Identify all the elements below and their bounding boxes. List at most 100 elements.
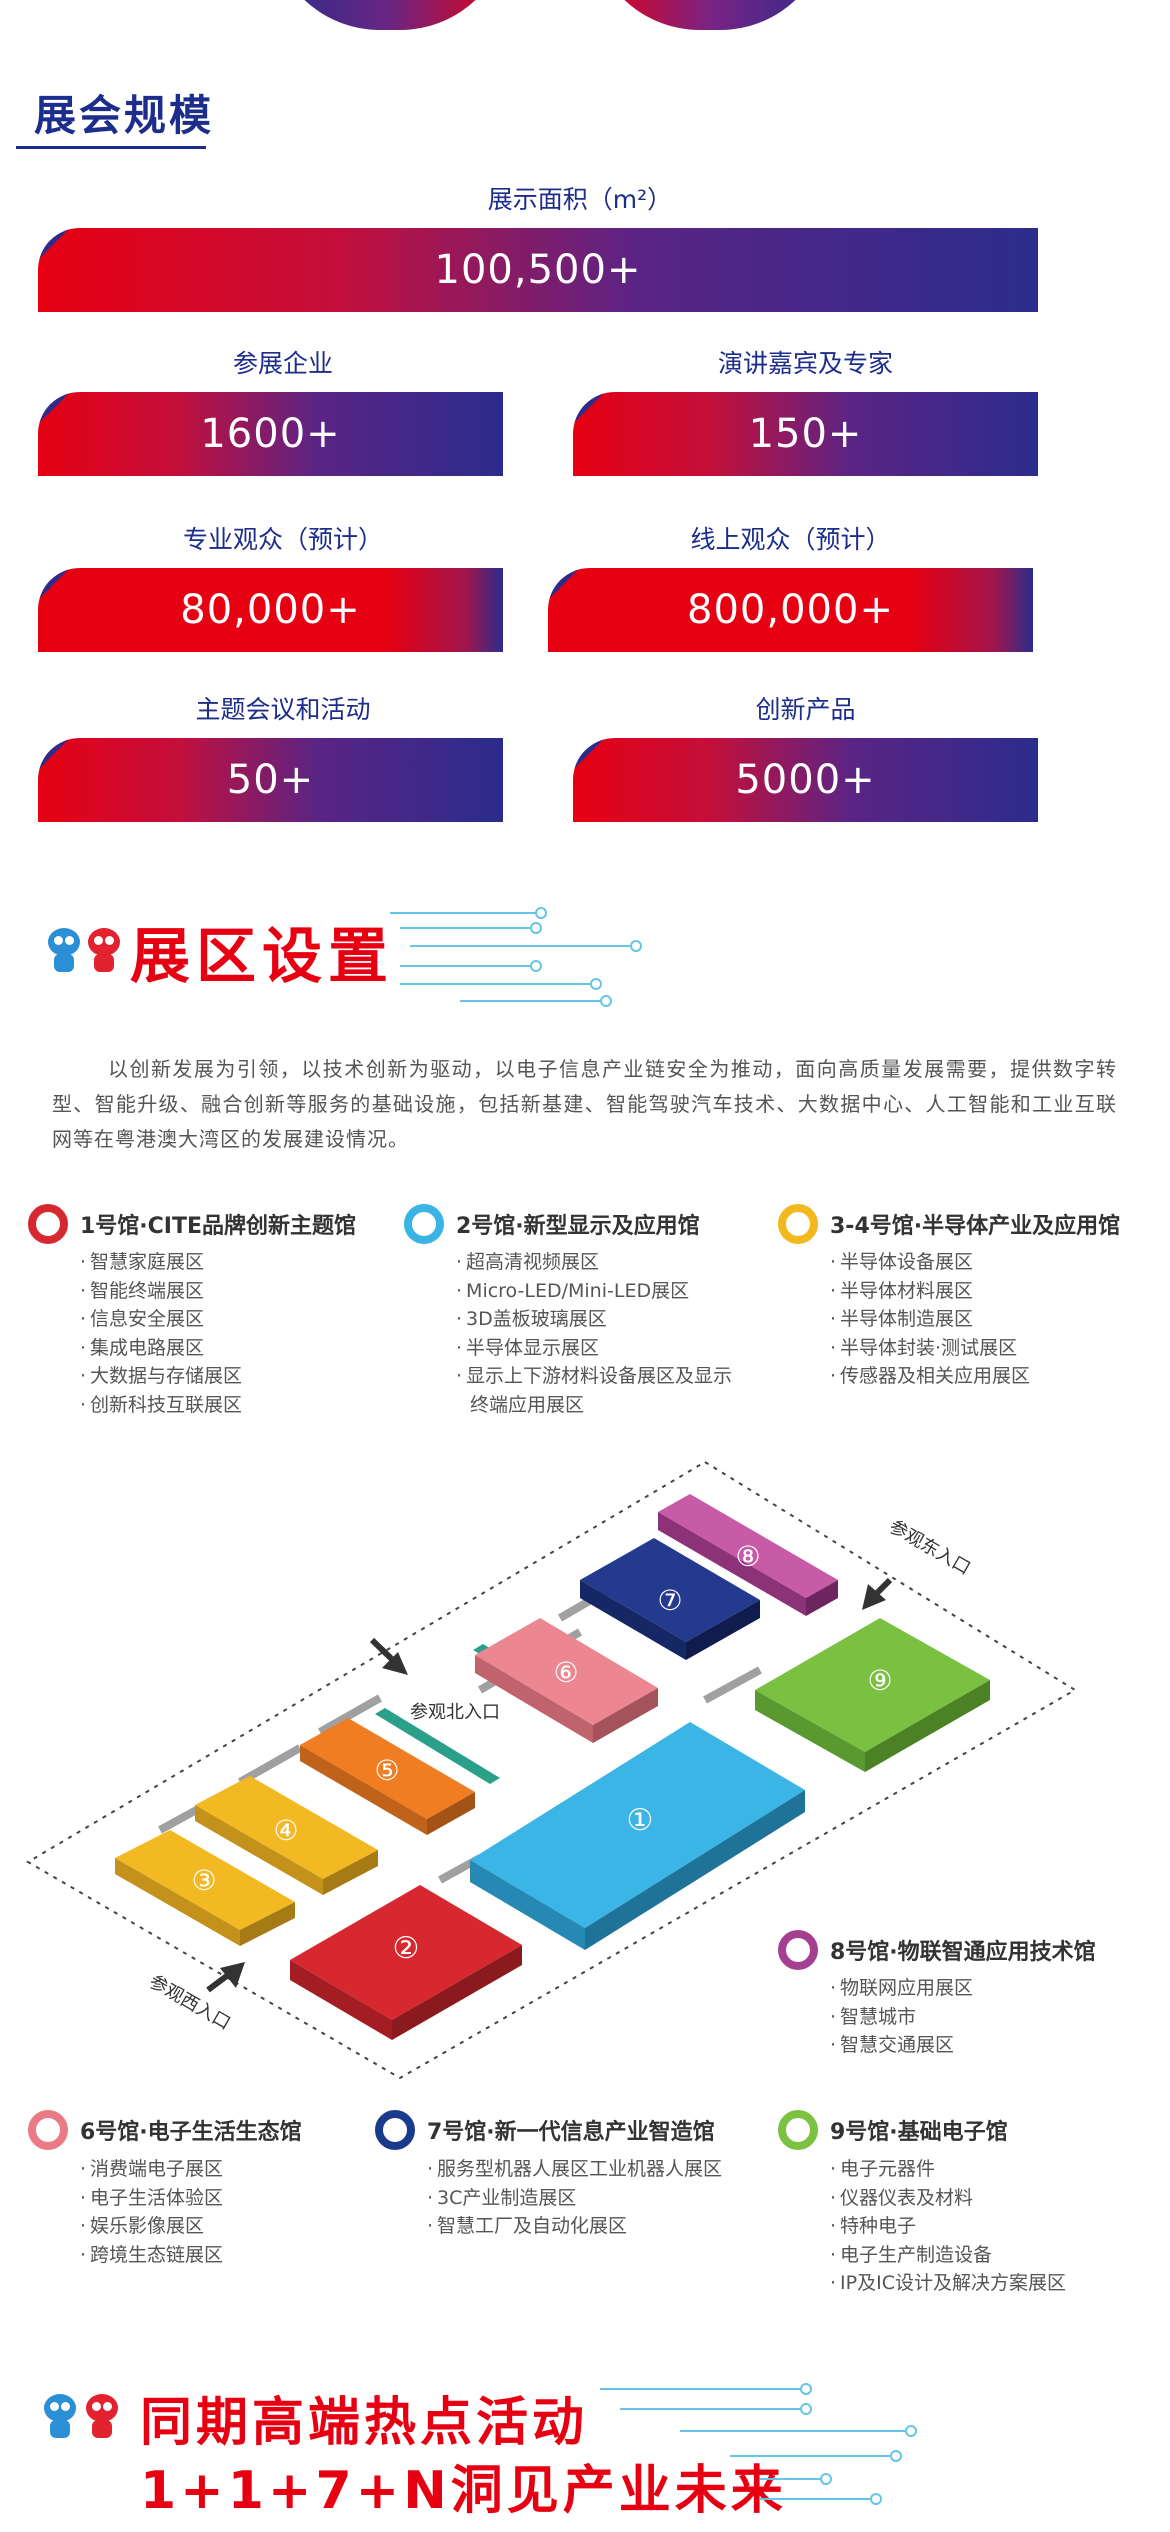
circuit-dot bbox=[590, 978, 602, 990]
events-title-line2: 1+1+7+N洞见产业未来 bbox=[140, 2461, 787, 2521]
top-decor-right bbox=[590, 0, 830, 30]
hall-6-list: 消费端电子展区 电子生活体验区 娱乐影像展区 跨境生态链展区 bbox=[80, 2155, 223, 2269]
stat-bar-area: 100,500+ bbox=[38, 228, 1038, 312]
list-item: 仪器仪表及材料 bbox=[830, 2184, 1066, 2213]
list-item: 半导体制造展区 bbox=[830, 1305, 1030, 1334]
circuit-dot bbox=[905, 2425, 917, 2437]
circuit-dot bbox=[890, 2450, 902, 2462]
list-item: 智慧交通展区 bbox=[830, 2031, 973, 2060]
list-item: 半导体显示展区 bbox=[456, 1334, 732, 1363]
stat-label-products: 创新产品 bbox=[755, 695, 856, 724]
hall-7-list: 服务型机器人展区工业机器人展区 3C产业制造展区 智慧工厂及自动化展区 bbox=[427, 2155, 722, 2241]
list-item: 娱乐影像展区 bbox=[80, 2212, 223, 2241]
list-item: 半导体封装·测试展区 bbox=[830, 1334, 1030, 1363]
hall-7-title: 7号馆·新一代信息产业智造馆 bbox=[427, 2120, 715, 2145]
bar-accent bbox=[573, 738, 605, 770]
map-hall-5-number: ⑤ bbox=[374, 1754, 399, 1787]
list-item: 智慧城市 bbox=[830, 2003, 973, 2032]
arrow-west-icon bbox=[206, 1962, 245, 1993]
hall-2-title: 2号馆·新型显示及应用馆 bbox=[456, 1214, 700, 1239]
hall-9-title: 9号馆·基础电子馆 bbox=[830, 2120, 1008, 2145]
hall-9-list: 电子元器件 仪器仪表及材料 特种电子 电子生产制造设备 IP及IC设计及解决方案… bbox=[830, 2155, 1066, 2298]
hall-2-dot-icon bbox=[404, 1204, 444, 1244]
hall-1-header: 1号馆·CITE品牌创新主题馆 bbox=[28, 1204, 356, 1244]
hall-7-dot-icon bbox=[375, 2110, 415, 2150]
hall-6-header: 6号馆·电子生活生态馆 bbox=[28, 2110, 302, 2150]
circuit-dot bbox=[870, 2493, 882, 2505]
hall-8-header: 8号馆·物联智通应用技术馆 bbox=[778, 1930, 1096, 1970]
list-item: 消费端电子展区 bbox=[80, 2155, 223, 2184]
list-item: 显示上下游材料设备展区及显示 bbox=[456, 1362, 732, 1391]
zone-intro-text: 以创新发展为引领，以技术创新为驱动，以电子信息产业链安全为推动，面向高质量发展需… bbox=[52, 1057, 1117, 1151]
hall-6-dot-icon bbox=[28, 2110, 68, 2150]
bar-accent bbox=[38, 738, 70, 770]
circuit-dot bbox=[600, 995, 612, 1007]
hall-6-title: 6号馆·电子生活生态馆 bbox=[80, 2120, 302, 2145]
circuit-line bbox=[410, 945, 630, 947]
mascot-red-icon bbox=[84, 2394, 120, 2440]
hall-3-4-list: 半导体设备展区 半导体材料展区 半导体制造展区 半导体封装·测试展区 传感器及相… bbox=[830, 1248, 1030, 1391]
stat-bar-online-visitors: 800,000+ bbox=[548, 568, 1033, 652]
stat-bar-products: 5000+ bbox=[573, 738, 1038, 822]
bar-accent bbox=[38, 228, 70, 260]
hall-3-4-dot-icon bbox=[778, 1204, 818, 1244]
list-item: 终端应用展区 bbox=[470, 1393, 585, 1416]
hall-7-header: 7号馆·新一代信息产业智造馆 bbox=[375, 2110, 715, 2150]
map-boundary bbox=[26, 1460, 1077, 2080]
circuit-dot bbox=[820, 2473, 832, 2485]
stat-label-area: 展示面积（m²） bbox=[487, 185, 673, 214]
list-item: 电子生产制造设备 bbox=[830, 2241, 1066, 2270]
hall-2-list: 超高清视频展区 Micro-LED/Mini-LED展区 3D盖板玻璃展区 半导… bbox=[456, 1248, 732, 1420]
list-item: 智慧家庭展区 bbox=[80, 1248, 242, 1277]
circuit-dot bbox=[530, 960, 542, 972]
map-hall-3-number: ③ bbox=[191, 1864, 216, 1897]
list-item: 超高清视频展区 bbox=[456, 1248, 732, 1277]
teal-strip bbox=[375, 1708, 500, 1784]
list-item: 特种电子 bbox=[830, 2212, 1066, 2241]
map-hall-1-number: ① bbox=[627, 1803, 654, 1838]
stat-label-speakers: 演讲嘉宾及专家 bbox=[717, 349, 893, 378]
bar-accent bbox=[548, 568, 580, 600]
list-item: Micro-LED/Mini-LED展区 bbox=[456, 1277, 732, 1306]
hall-3-4-title: 3-4号馆·半导体产业及应用馆 bbox=[830, 1214, 1121, 1239]
hall-8-title: 8号馆·物联智通应用技术馆 bbox=[830, 1940, 1096, 1965]
circuit-line bbox=[460, 1000, 600, 1002]
circuit-line bbox=[600, 2388, 800, 2390]
circuit-line bbox=[390, 912, 535, 914]
events-title-line1: 同期高端热点活动 bbox=[140, 2393, 589, 2453]
map-hall-6-number: ⑥ bbox=[553, 1656, 578, 1689]
map-hall-4-number: ④ bbox=[273, 1814, 298, 1847]
exhibition-floor-map: ① ② ③ ④ ⑤ ⑥ ⑦ ⑧ ⑨ 参观东入口 参观北入口 参观西入口 bbox=[26, 1460, 1077, 2080]
list-item: 物联网应用展区 bbox=[830, 1974, 973, 2003]
hall-9-dot-icon bbox=[778, 2110, 818, 2150]
stat-value-pro-visitors: 80,000+ bbox=[180, 587, 361, 633]
stat-value-products: 5000+ bbox=[735, 757, 876, 803]
circuit-line bbox=[400, 983, 590, 985]
map-hall-8-number: ⑧ bbox=[735, 1540, 760, 1573]
entrance-north-label: 参观北入口 bbox=[410, 1702, 500, 1723]
list-item: IP及IC设计及解决方案展区 bbox=[830, 2269, 1066, 2298]
stat-label-conferences: 主题会议和活动 bbox=[195, 695, 371, 724]
circuit-line bbox=[680, 2430, 905, 2432]
entrance-east-label: 参观东入口 bbox=[886, 1516, 974, 1579]
list-item: 跨境生态链展区 bbox=[80, 2241, 223, 2270]
list-item: 电子生活体验区 bbox=[80, 2184, 223, 2213]
circuit-line bbox=[760, 2498, 870, 2500]
arrow-east-icon bbox=[862, 1577, 893, 1610]
list-item: 半导体材料展区 bbox=[830, 1277, 1030, 1306]
top-decor-left bbox=[270, 0, 510, 30]
stat-bar-speakers: 150+ bbox=[573, 392, 1038, 476]
scale-section-title: 展会规模 bbox=[34, 91, 215, 140]
list-item: 集成电路展区 bbox=[80, 1334, 242, 1363]
stat-value-conferences: 50+ bbox=[226, 757, 315, 803]
list-item: 创新科技互联展区 bbox=[80, 1391, 242, 1420]
circuit-dot bbox=[530, 922, 542, 934]
hall-8-dot-icon bbox=[778, 1930, 818, 1970]
list-item: 大数据与存储展区 bbox=[80, 1362, 242, 1391]
stat-value-speakers: 150+ bbox=[748, 411, 863, 457]
stat-bar-exhibitors: 1600+ bbox=[38, 392, 503, 476]
stat-label-pro-visitors: 专业观众（预计） bbox=[182, 525, 383, 554]
list-item: 服务型机器人展区工业机器人展区 bbox=[427, 2155, 722, 2184]
circuit-dot bbox=[535, 907, 547, 919]
hall-8-list: 物联网应用展区 智慧城市 智慧交通展区 bbox=[830, 1974, 973, 2060]
